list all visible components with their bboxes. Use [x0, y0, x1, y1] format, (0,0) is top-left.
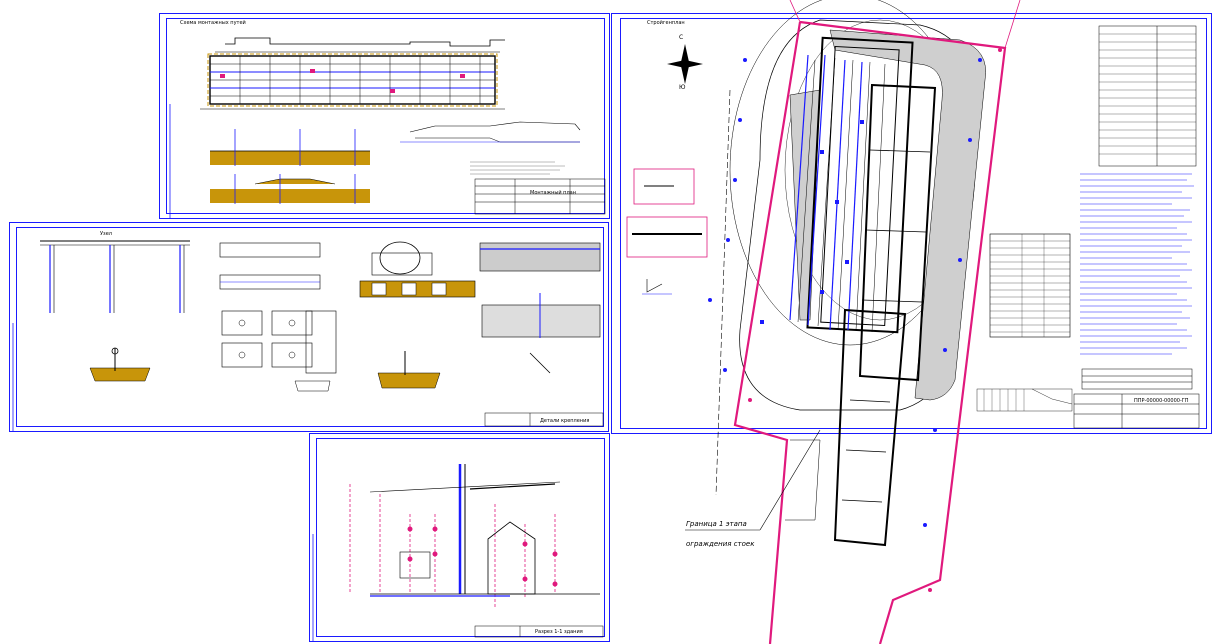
leader-annotation-line2: ограждения стоек — [686, 540, 755, 548]
sheet-middle-left: Узел — [9, 222, 609, 432]
north-label: С — [679, 34, 684, 41]
detail-drawings — [12, 240, 604, 431]
title-block-label: Детали крепления — [540, 418, 590, 424]
sheet-header: Узел — [100, 231, 112, 237]
sheet-bottom: Разрез 1-1 здания — [309, 433, 610, 642]
sheet-right: Стройгенплан С Ю — [611, 13, 1212, 434]
title-block-label: Разрез 1-1 здания — [535, 629, 583, 635]
leader-annotation-line1: Граница 1 этапа — [686, 520, 747, 528]
title-block-code: ППР-00000-00000-ГП — [1134, 398, 1189, 404]
spec-table — [626, 25, 1200, 429]
title-block-label: Монтажный план — [530, 190, 576, 196]
compass-icon — [667, 44, 703, 84]
sheet-header: Схема монтажных путей — [180, 20, 246, 26]
crane-track-plan — [169, 37, 606, 218]
sheet-header: Стройгенплан — [647, 20, 685, 26]
south-label: Ю — [679, 84, 686, 91]
section-elevation — [312, 464, 604, 641]
sheet-top-left: Схема монтажных путей — [159, 13, 610, 219]
